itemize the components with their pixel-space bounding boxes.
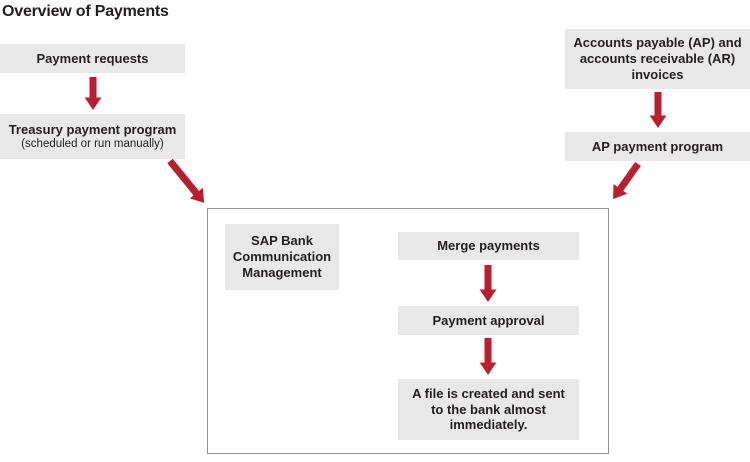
node-treasury-payment-program: Treasury payment program (scheduled or r… bbox=[0, 114, 185, 159]
node-ap-payment-program-label: AP payment program bbox=[591, 138, 724, 154]
node-ap-payment-program: AP payment program bbox=[565, 132, 750, 161]
node-payment-approval-label: Payment approval bbox=[432, 312, 545, 328]
arrow-treasury-to-container bbox=[167, 158, 205, 203]
node-payment-requests-label: Payment requests bbox=[36, 50, 149, 66]
node-file-created-label: A file is created and sent to the bank a… bbox=[412, 385, 565, 433]
node-merge-payments-label: Merge payments bbox=[437, 238, 540, 254]
node-ap-ar-invoices: Accounts payable (AP) and accounts recei… bbox=[565, 29, 750, 89]
node-treasury-sublabel: (scheduled or run manually) bbox=[21, 138, 164, 151]
page-title: Overview of Payments bbox=[2, 3, 169, 20]
node-sap-bcm-label: SAP Bank Communication Management bbox=[232, 233, 332, 280]
node-file-created: A file is created and sent to the bank a… bbox=[398, 379, 579, 440]
node-sap-bank-communication-management: SAP Bank Communication Management bbox=[225, 224, 339, 290]
node-payment-approval: Payment approval bbox=[398, 306, 579, 335]
node-treasury-label: Treasury payment program bbox=[8, 121, 177, 137]
node-merge-payments: Merge payments bbox=[398, 232, 579, 260]
node-ap-ar-invoices-label: Accounts payable (AP) and accounts recei… bbox=[573, 35, 742, 82]
arrow-ap-program-to-container bbox=[613, 161, 641, 200]
node-payment-requests: Payment requests bbox=[0, 44, 185, 73]
